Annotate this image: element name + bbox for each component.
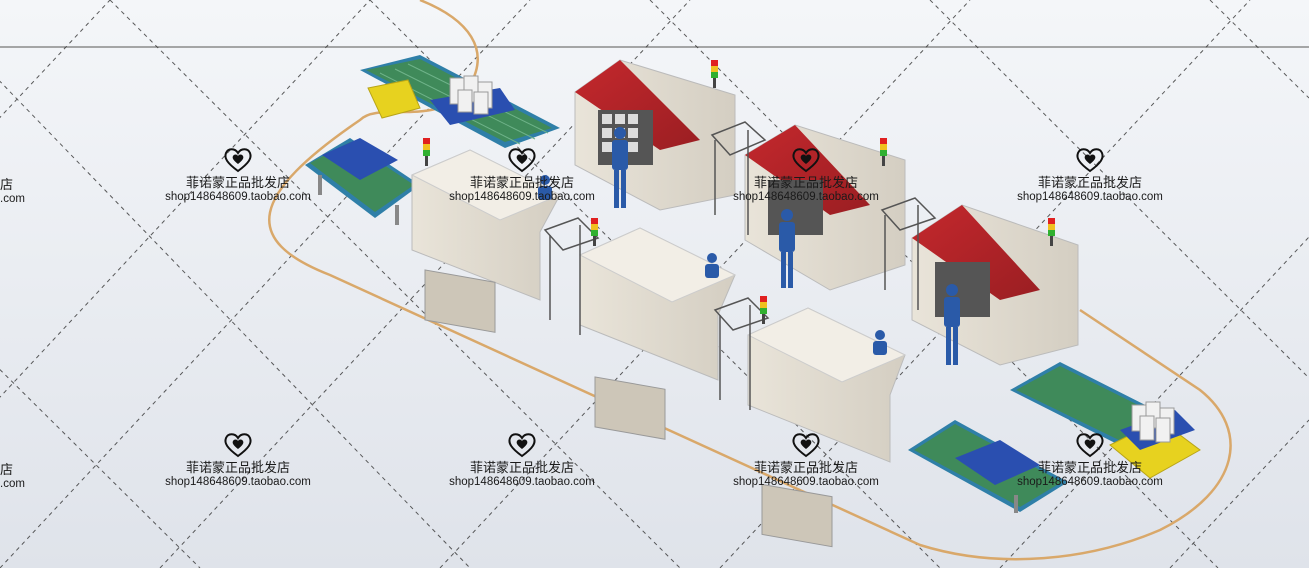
- machine-front-3: [746, 307, 907, 548]
- machine-front-1: [410, 149, 562, 333]
- watermark-partial-url: .com: [0, 478, 25, 490]
- watermark-partial-left: 店 .com: [0, 177, 25, 207]
- cargo-boxes: [449, 75, 493, 115]
- lower-right-conveyor: [1010, 362, 1201, 479]
- watermark-partial-url: .com: [0, 193, 25, 205]
- upper-left-conveyor: [360, 55, 560, 148]
- lower-output-conveyor: [908, 420, 1068, 513]
- signal-towers: [423, 60, 1055, 324]
- watermark-partial-name: 店: [0, 462, 14, 477]
- left-input-conveyor: [305, 138, 420, 225]
- work-tables: [543, 121, 937, 410]
- watermark-partial-name: 店: [0, 177, 14, 192]
- watermark-partial-left: 店 .com: [0, 462, 25, 492]
- workers: [538, 127, 960, 365]
- machine-front-2: [578, 227, 737, 440]
